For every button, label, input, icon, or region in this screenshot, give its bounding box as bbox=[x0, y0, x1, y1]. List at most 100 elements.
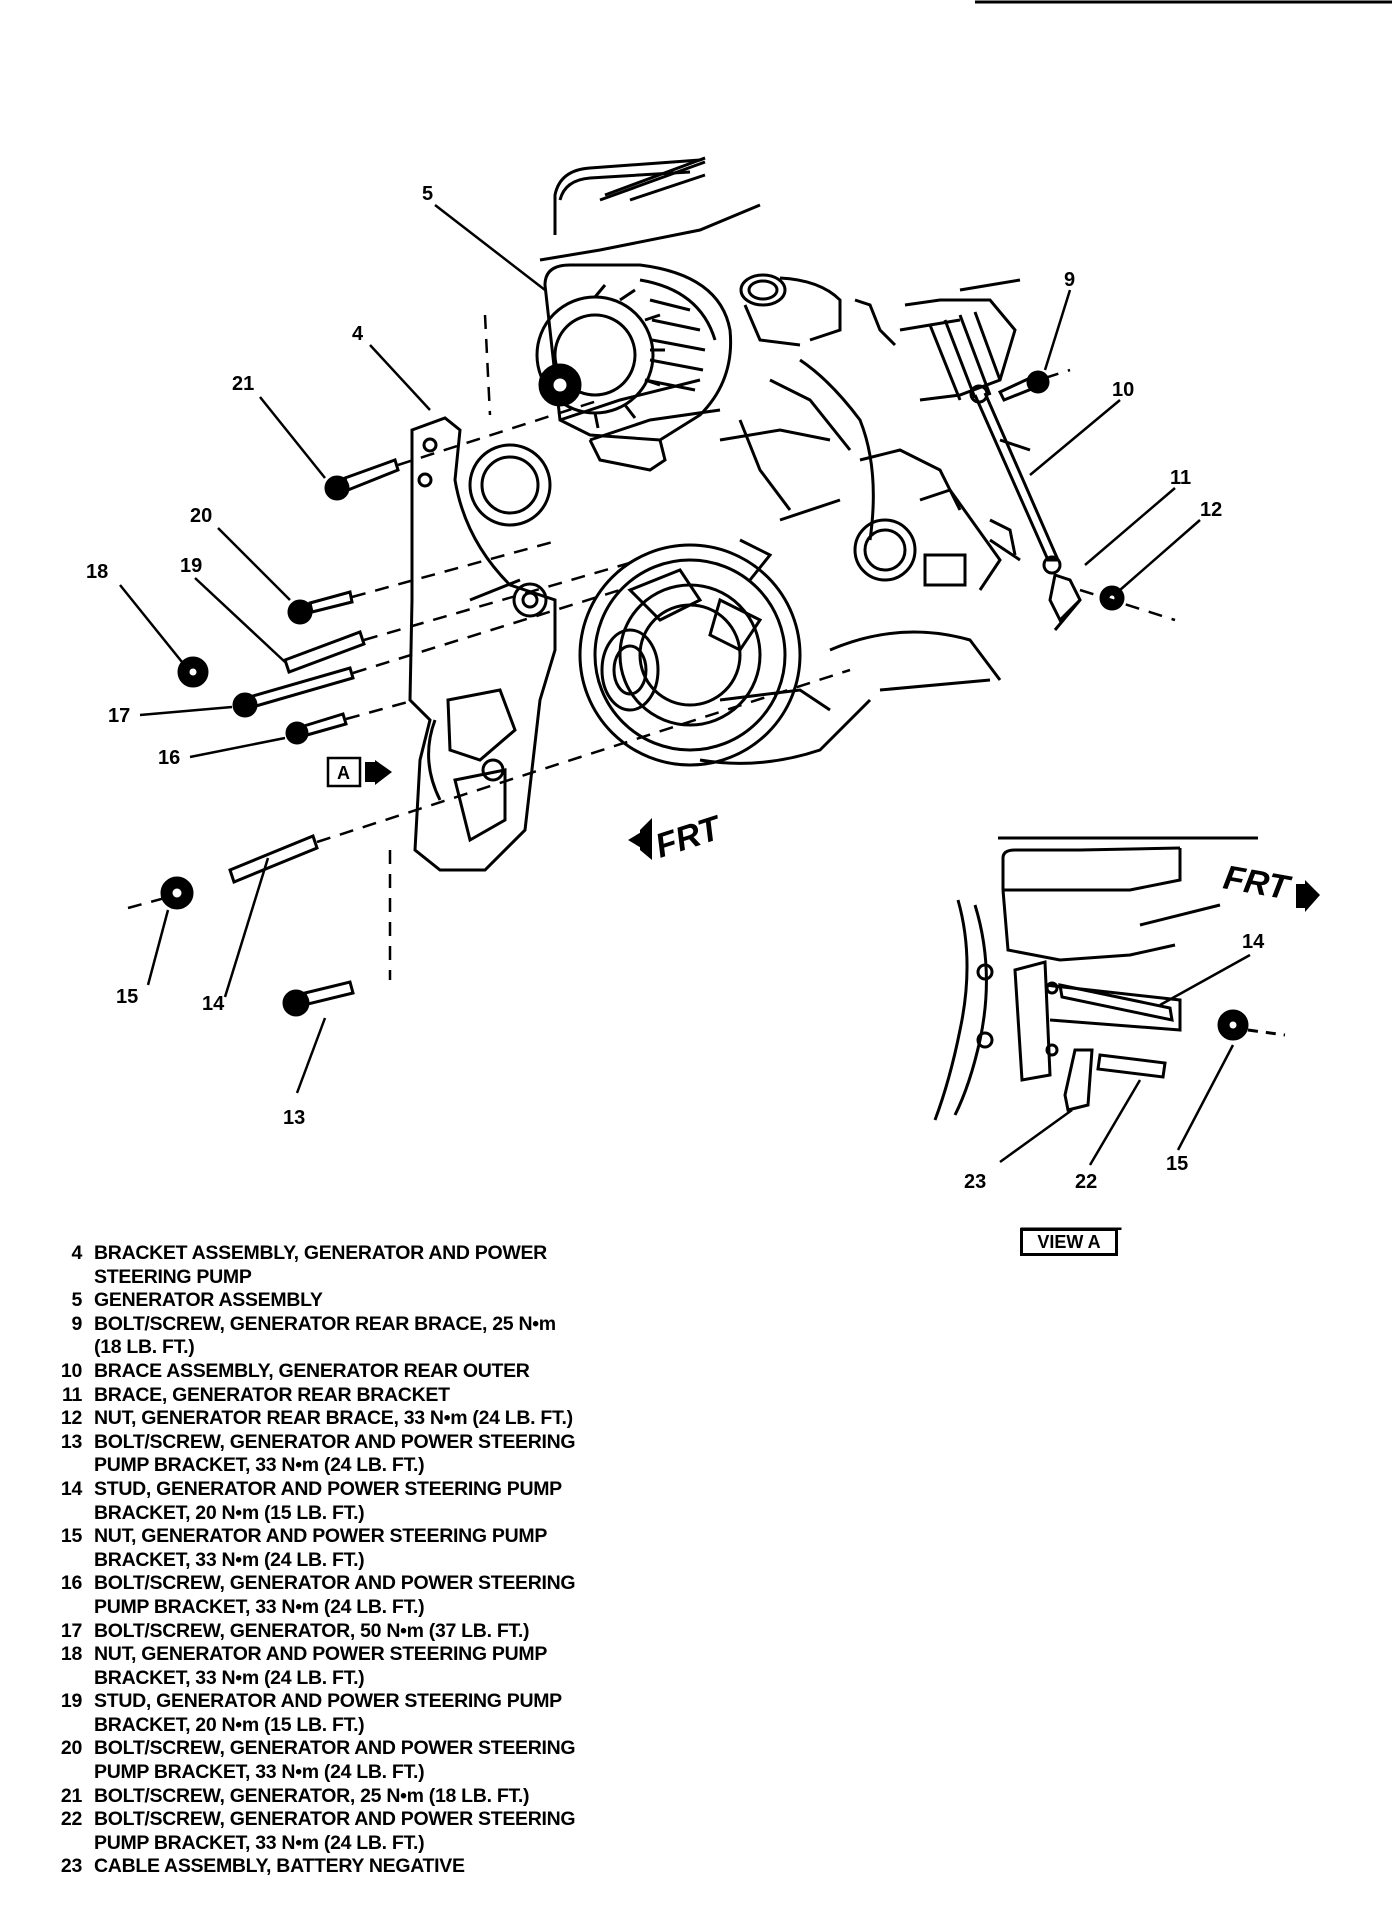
legend-item-description: STUD, GENERATOR AND POWER STEERING PUMP … bbox=[94, 1477, 562, 1524]
legend-item-number: 11 bbox=[61, 1383, 82, 1406]
legend-item-description: GENERATOR ASSEMBLY bbox=[94, 1289, 323, 1312]
legend-item-description: CABLE ASSEMBLY, BATTERY NEGATIVE bbox=[94, 1855, 465, 1878]
callout-13: 13 bbox=[283, 1107, 305, 1129]
legend-item-description: NUT, GENERATOR REAR BRACE, 33 N•m (24 LB… bbox=[94, 1407, 573, 1430]
legend-item-number: 12 bbox=[60, 1407, 82, 1430]
legend-item-description: STUD, GENERATOR AND POWER STEERING PUMP … bbox=[94, 1690, 562, 1736]
view-a-detail bbox=[933, 836, 1286, 1121]
legend-item: 17 BOLT/SCREW, GENERATOR, 50 N•m (37 LB. … bbox=[40, 1620, 660, 1644]
legend-item-description: BOLT/SCREW, GENERATOR AND POWER STEERING… bbox=[94, 1572, 576, 1618]
callout-20: 20 bbox=[190, 505, 212, 527]
callout-18: 18 bbox=[86, 561, 108, 583]
callout-16: 16 bbox=[158, 747, 180, 769]
bolt-16-icon bbox=[285, 712, 348, 745]
exploded-assembly-diagram: 5 4 21 20 19 18 17 16 15 14 13 9 10 11 1… bbox=[86, 0, 1392, 1230]
legend-item-number: 13 bbox=[60, 1430, 82, 1453]
legend-item-number: 18 bbox=[60, 1643, 82, 1666]
legend-item: 23 CABLE ASSEMBLY, BATTERY NEGATIVE bbox=[40, 1855, 660, 1879]
callout-5: 5 bbox=[422, 183, 433, 205]
legend-item-number: 19 bbox=[60, 1690, 82, 1713]
view-a-title: VIEW A bbox=[1020, 1228, 1118, 1256]
engine-block bbox=[468, 156, 1031, 767]
legend-item: 10 BRACE ASSEMBLY, GENERATOR REAR OUTER bbox=[40, 1360, 660, 1384]
stud-19-icon bbox=[283, 630, 366, 674]
callout-14: 14 bbox=[202, 993, 225, 1015]
nut-12-icon bbox=[1099, 585, 1125, 611]
view-a-callouts: 14 23 22 15 bbox=[964, 931, 1265, 1193]
rear-brace bbox=[969, 384, 1082, 631]
legend-item: 18 NUT, GENERATOR AND POWER STEERING PUMP… bbox=[40, 1643, 660, 1690]
view-a-callout-22: 22 bbox=[1075, 1171, 1097, 1193]
legend-item: 4 BRACKET ASSEMBLY, GENERATOR AND POWER S… bbox=[40, 1242, 660, 1289]
callouts: 5 4 21 20 19 18 17 16 15 14 13 9 10 11 1… bbox=[86, 183, 1222, 1129]
legend-item: 20 BOLT/SCREW, GENERATOR AND POWER STEERI… bbox=[40, 1737, 660, 1784]
view-a-front-label: FRT bbox=[1221, 858, 1295, 907]
legend-item-description: BOLT/SCREW, GENERATOR REAR BRACE, 25 N•m… bbox=[94, 1312, 556, 1359]
callout-12: 12 bbox=[1200, 499, 1222, 521]
legend-item-number: 10 bbox=[60, 1359, 82, 1382]
parts-legend: 4 BRACKET ASSEMBLY, GENERATOR AND POWER S… bbox=[40, 1242, 660, 1879]
view-a-callout-14: 14 bbox=[1242, 931, 1265, 953]
view-a-callout-15: 15 bbox=[1166, 1153, 1188, 1175]
callout-9: 9 bbox=[1064, 269, 1075, 291]
generator-assembly bbox=[535, 263, 733, 472]
callout-11: 11 bbox=[1170, 467, 1191, 489]
legend-item-number: 21 bbox=[60, 1784, 82, 1807]
legend-item-number: 5 bbox=[71, 1289, 82, 1312]
front-label: FRT bbox=[651, 808, 728, 865]
legend-item: 5 GENERATOR ASSEMBLY bbox=[40, 1289, 660, 1313]
callout-4: 4 bbox=[352, 323, 364, 345]
legend-item: 19 STUD, GENERATOR AND POWER STEERING PUM… bbox=[40, 1690, 660, 1737]
legend-item-description: BOLT/SCREW, GENERATOR AND POWER STEERING… bbox=[94, 1737, 576, 1784]
legend-item-description: BRACKET ASSEMBLY, GENERATOR AND POWER ST… bbox=[94, 1242, 547, 1288]
legend-item-number: 17 bbox=[60, 1619, 82, 1642]
bolt-20-icon bbox=[287, 590, 354, 625]
legend-item-number: 4 bbox=[71, 1242, 82, 1264]
legend-item-number: 20 bbox=[60, 1737, 82, 1760]
view-a-callout-23: 23 bbox=[964, 1171, 986, 1193]
bolt-21-icon bbox=[324, 458, 400, 501]
legend-item-number: 16 bbox=[60, 1572, 82, 1595]
leader-lines bbox=[119, 204, 1201, 1094]
bolt-13-icon bbox=[282, 980, 355, 1017]
nut-15-icon bbox=[160, 876, 194, 910]
legend-item-number: 9 bbox=[71, 1312, 82, 1335]
front-direction-indicator: FRT bbox=[628, 808, 728, 866]
callout-10: 10 bbox=[1112, 379, 1134, 401]
legend-item: 13 BOLT/SCREW, GENERATOR AND POWER STEERI… bbox=[40, 1431, 660, 1478]
callout-17: 17 bbox=[108, 705, 130, 727]
callout-15: 15 bbox=[116, 986, 138, 1008]
legend-item-number: 23 bbox=[60, 1855, 82, 1878]
legend-item-description: BOLT/SCREW, GENERATOR, 50 N•m (37 LB. FT… bbox=[94, 1619, 530, 1642]
legend-item-number: 14 bbox=[60, 1477, 82, 1500]
bolt-17-icon bbox=[232, 666, 355, 718]
legend-item: 21 BOLT/SCREW, GENERATOR, 25 N•m (18 LB. … bbox=[40, 1785, 660, 1809]
legend-item: 16 BOLT/SCREW, GENERATOR AND POWER STEERI… bbox=[40, 1572, 660, 1619]
legend-item-description: BRACE, GENERATOR REAR BRACKET bbox=[94, 1383, 450, 1406]
stud-14-icon bbox=[228, 834, 319, 884]
nut-18-icon bbox=[177, 656, 209, 688]
legend-item: 15 NUT, GENERATOR AND POWER STEERING PUMP… bbox=[40, 1525, 660, 1572]
legend-item-description: BOLT/SCREW, GENERATOR AND POWER STEERING… bbox=[94, 1430, 576, 1477]
callout-19: 19 bbox=[180, 555, 202, 577]
legend-item-number: 15 bbox=[60, 1525, 82, 1548]
assembly-lines bbox=[127, 314, 1176, 980]
bolt-9-icon bbox=[997, 370, 1050, 402]
legend-item-description: NUT, GENERATOR AND POWER STEERING PUMP B… bbox=[94, 1525, 548, 1571]
legend-item: 22 BOLT/SCREW, GENERATOR AND POWER STEERI… bbox=[40, 1808, 660, 1855]
legend-item-description: NUT, GENERATOR AND POWER STEERING PUMP B… bbox=[94, 1643, 548, 1689]
generator-bracket bbox=[408, 416, 557, 872]
view-a-leaders bbox=[999, 953, 1251, 1166]
legend-item-description: BOLT/SCREW, GENERATOR AND POWER STEERING… bbox=[94, 1808, 576, 1854]
legend-item: 11 BRACE, GENERATOR REAR BRACKET bbox=[40, 1384, 660, 1408]
legend-item-number: 22 bbox=[60, 1808, 82, 1831]
legend-item-description: BRACE ASSEMBLY, GENERATOR REAR OUTER bbox=[94, 1359, 530, 1382]
legend-item: 9 BOLT/SCREW, GENERATOR REAR BRACE, 25 N•… bbox=[40, 1313, 660, 1360]
fasteners bbox=[160, 370, 1125, 1017]
legend-item: 12 NUT, GENERATOR REAR BRACE, 33 N•m (24 … bbox=[40, 1407, 660, 1431]
legend-item-description: BOLT/SCREW, GENERATOR, 25 N•m (18 LB. FT… bbox=[94, 1784, 530, 1807]
view-a-front-indicator: FRT bbox=[1221, 858, 1320, 912]
view-a-marker: A bbox=[326, 756, 392, 788]
svg-text:A: A bbox=[337, 763, 350, 783]
callout-21: 21 bbox=[232, 373, 254, 395]
